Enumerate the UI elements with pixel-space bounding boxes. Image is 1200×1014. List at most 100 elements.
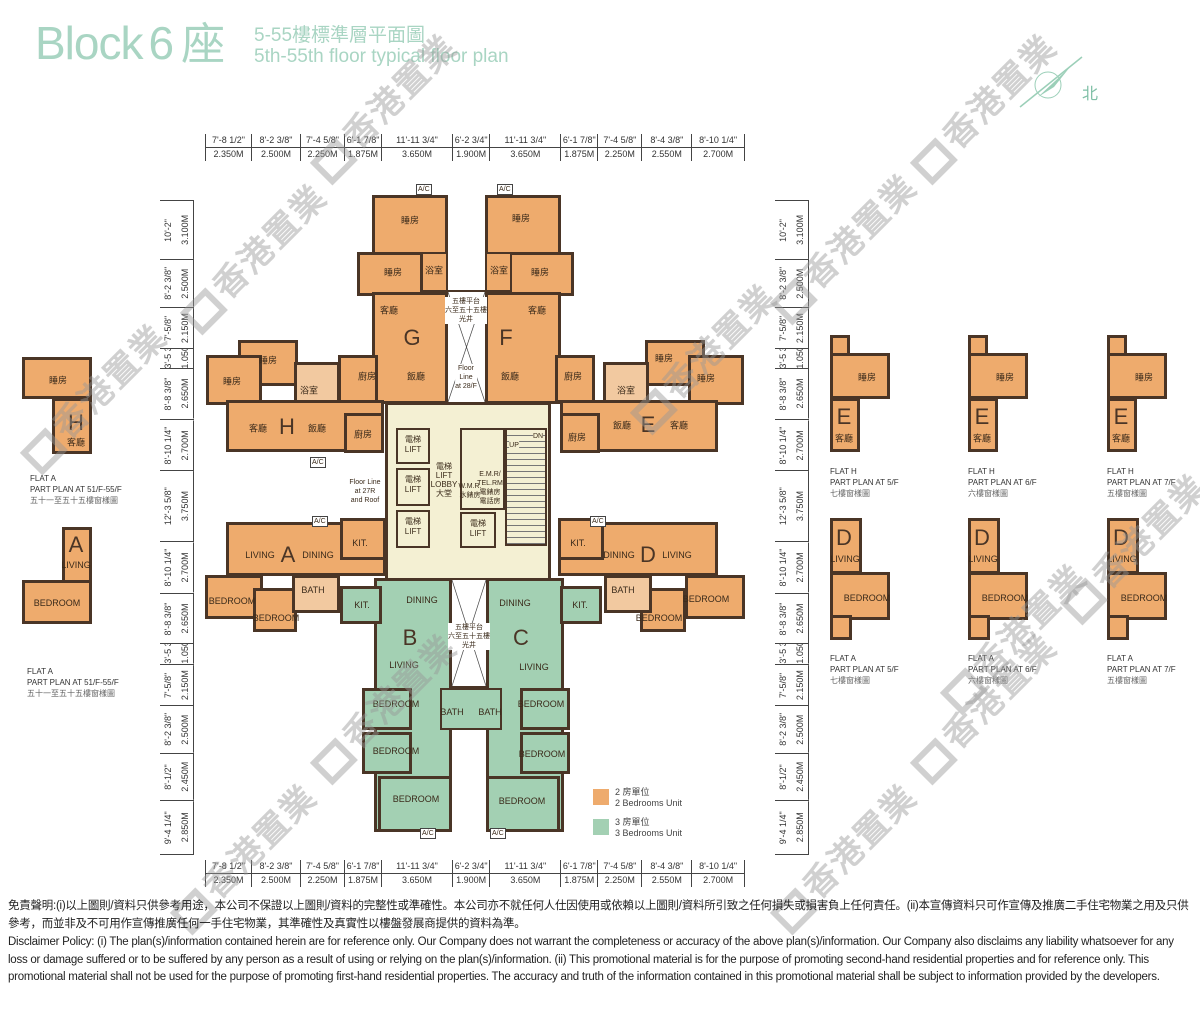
unit-label-b: B [402, 625, 418, 650]
dimension-metric: 3.750M [177, 471, 194, 542]
dimension-metric: 1.875M [561, 873, 598, 887]
dimension-metric: 1.050M [177, 348, 194, 369]
dimension-cell: 6'-1 7/8"1.875M [345, 860, 382, 887]
dimension-metric: 2.850M [792, 800, 809, 854]
dimension-imperial: 6'-1 7/8" [346, 135, 380, 145]
room-label: 浴室 [424, 265, 444, 276]
dimension-imperial: 7'-4 5/8" [603, 135, 637, 145]
dimension-imperial: 8'-4 3/8" [650, 135, 684, 145]
ac-tag: A/C [490, 828, 506, 839]
unit-d-bath [604, 575, 652, 613]
unit-c-bedroom-2 [520, 732, 570, 774]
unit-f-kitchen [555, 355, 595, 403]
room-label: LIVING [1107, 554, 1137, 564]
unit-e-kitchen [560, 413, 600, 453]
dimension-metric: 2.700M [792, 419, 809, 471]
room-label: BEDROOM [518, 749, 566, 759]
dimension-cell: 6'-1 7/8"1.875M [561, 134, 599, 161]
unit-b-bedroom-1 [362, 688, 412, 730]
room-label: BATH [440, 707, 464, 717]
room-label: 飯廳 [406, 371, 426, 382]
dimension-metric: 2.250M [300, 147, 345, 161]
dimension-imperial: 7'-5/8" [778, 672, 788, 698]
dimension-cell: 8'-10 1/4"2.700M [692, 860, 744, 887]
dimension-imperial: 7'-8 1/2" [212, 135, 245, 145]
part-room [52, 398, 92, 454]
north-label: 北 [1082, 86, 1099, 103]
room-label: 睡房 [258, 355, 278, 366]
room-label: LIVING [519, 662, 549, 672]
room-label: DINING [603, 550, 635, 560]
dimension-cell: 9'-4 1/4"2.850M [775, 800, 809, 854]
room-label: BEDROOM [208, 596, 256, 606]
room-label: 睡房 [511, 213, 531, 224]
wmr-label: W.M.R.水錶房 [458, 483, 482, 499]
dimension-cell: 11'-11 3/4"3.650M [490, 134, 562, 161]
part-room [968, 398, 998, 452]
part-room [968, 615, 990, 640]
dimension-imperial: 6'-2 3/4" [454, 135, 488, 145]
dimension-metric: 2.650M [177, 369, 194, 419]
dimension-metric: 2.500M [252, 873, 300, 887]
dimension-cell: 8'-2 3/8"2.500M [252, 860, 301, 887]
dimension-imperial: 8'-1/2" [163, 764, 173, 790]
compass-icon [1019, 56, 1083, 108]
dimension-metric: 2.450M [177, 753, 194, 800]
unit-label: E [836, 404, 852, 429]
dimension-metric: 2.150M [177, 665, 194, 706]
part-room [1107, 353, 1167, 399]
dimension-metric: 1.900M [452, 873, 490, 887]
legend-swatch-3br [593, 819, 609, 835]
room-label: LIVING [968, 554, 998, 564]
dimension-imperial: 8'-2 3/8" [778, 713, 788, 747]
dimension-cell: 7'-5/8"2.150M [775, 665, 809, 707]
dimension-cell: 11'-11 3/4"3.650M [490, 860, 562, 887]
dimension-imperial: 7'-4 5/8" [306, 861, 339, 871]
room-label: LIVING [245, 550, 275, 560]
dimension-cell: 8'-8 3/8"2.650M [775, 369, 809, 420]
room-label: 客廳 [527, 305, 547, 316]
room-label: 浴室 [616, 385, 636, 396]
title-zh-block: 座 [181, 20, 225, 69]
dimension-imperial: 12'-3 5/8" [778, 487, 788, 526]
room-label: 睡房 [654, 353, 674, 364]
unit-label: E [1113, 404, 1129, 429]
unit-f-living [485, 292, 561, 404]
unit-h-bedroom-2 [206, 355, 262, 405]
dimension-imperial: 7'-4 5/8" [306, 135, 339, 145]
watermark-logo: 香港置業 [170, 171, 336, 337]
dimension-imperial: 8'-10 1/4" [699, 861, 738, 871]
dimension-metric: 1.050M [177, 644, 194, 665]
dimension-cell: 7'-4 5/8"2.250M [598, 134, 643, 161]
dimension-metric: 2.700M [692, 147, 744, 161]
dimension-cell: 8'-2 3/8"2.500M [775, 706, 809, 754]
unit-b-kitchen [340, 586, 382, 624]
part-room [22, 580, 92, 624]
room-label: 廚房 [563, 371, 583, 382]
room-label: 睡房 [383, 267, 403, 278]
dimension-cell: 8'-2 3/8"2.500M [160, 706, 194, 754]
unit-label: D [836, 525, 852, 550]
dimension-imperial: 8'-2 3/8" [163, 713, 173, 747]
dimension-imperial: 6'-2 3/4" [454, 861, 488, 871]
room-label: 客廳 [972, 433, 992, 444]
dimension-metric: 1.050M [792, 644, 809, 665]
room-label: 客廳 [379, 305, 399, 316]
room-label: 客廳 [1111, 433, 1131, 444]
room-label: 浴室 [299, 385, 319, 396]
room-label: BEDROOM [392, 794, 440, 804]
room-label: 睡房 [857, 372, 877, 383]
dimension-imperial: 12'-3 5/8" [163, 487, 173, 526]
room-label: KIT. [570, 538, 586, 548]
unit-label: H [68, 410, 84, 435]
dimension-metric: 2.250M [598, 873, 642, 887]
unit-c-kitchen [560, 586, 602, 624]
unit-f-bedroom-1 [485, 195, 561, 257]
dimension-imperial: 10'-2" [163, 218, 173, 242]
